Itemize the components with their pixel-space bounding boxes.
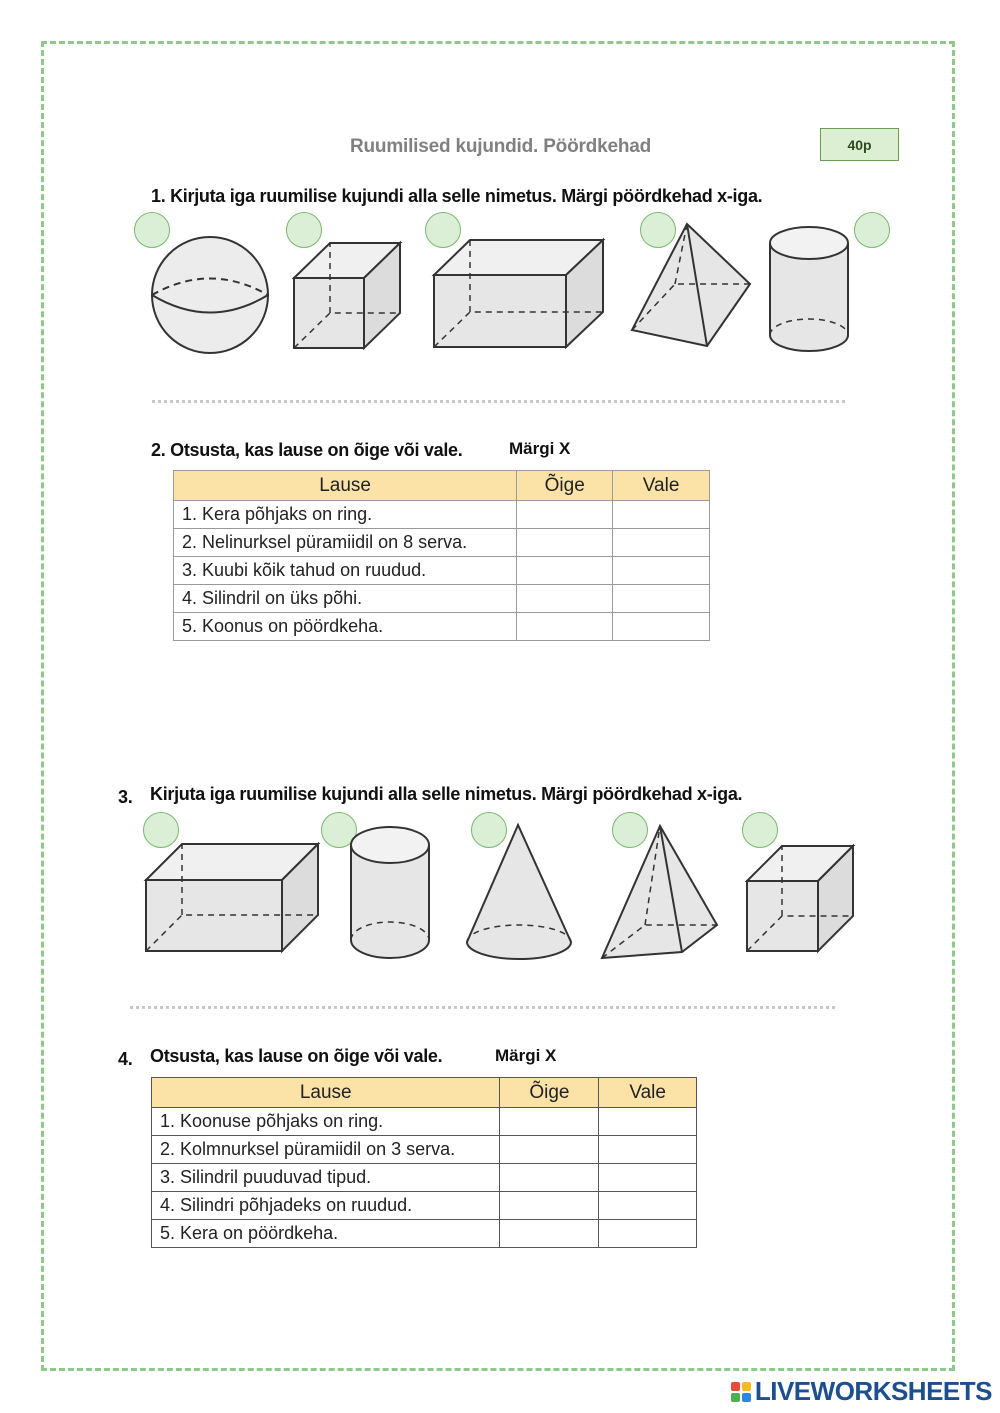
answer-cell-vale[interactable] — [612, 528, 710, 557]
question-2-mark-label: Märgi X — [509, 439, 571, 458]
column-header-lause: Lause — [150, 1077, 501, 1108]
cube-icon — [744, 843, 856, 954]
answer-cell-oige[interactable] — [516, 612, 614, 641]
table-header-row: Lause Õige Vale — [172, 470, 710, 501]
column-header-lause: Lause — [172, 470, 518, 501]
rectangular-prism-icon — [431, 237, 606, 350]
table-row: 5. Koonus on pöördkeha. — [172, 612, 710, 641]
question-4-text: Otsusta, kas lause on õige või vale. — [150, 1046, 443, 1066]
answer-cell-oige[interactable] — [499, 1135, 600, 1164]
rectangular-prism-icon — [143, 841, 321, 954]
question-4-table: Lause Õige Vale 1. Koonuse põhjaks on ri… — [150, 1077, 697, 1248]
statement: 4. Silindri põhjadeks on ruudud. — [150, 1191, 501, 1220]
column-header-oige: Õige — [499, 1077, 600, 1108]
statement: 1. Kera põhjaks on ring. — [172, 500, 518, 529]
answer-circle-3-1[interactable] — [143, 812, 179, 848]
answer-cell-oige[interactable] — [499, 1191, 600, 1220]
table-row: 3. Silindril puuduvad tipud. — [150, 1163, 697, 1192]
answer-cell-vale[interactable] — [598, 1107, 697, 1136]
quadrilateral-pyramid-icon — [630, 222, 752, 348]
statement: 2. Kolmnurksel püramiidil on 3 serva. — [150, 1135, 501, 1164]
table-header-row: Lause Õige Vale — [150, 1077, 697, 1108]
table-row: 2. Kolmnurksel püramiidil on 3 serva. — [150, 1135, 697, 1164]
table-row: 5. Kera on pöördkeha. — [150, 1219, 697, 1248]
statement: 3. Silindril puuduvad tipud. — [150, 1163, 501, 1192]
answer-cell-vale[interactable] — [612, 500, 710, 529]
column-header-oige: Õige — [516, 470, 614, 501]
answer-cell-vale[interactable] — [598, 1219, 697, 1248]
page-frame — [41, 41, 955, 1371]
separator-1 — [152, 400, 845, 403]
column-header-vale: Vale — [612, 470, 710, 501]
cone-icon — [465, 822, 573, 960]
question-4-number: 4. — [118, 1049, 133, 1069]
cylinder-icon — [350, 826, 430, 959]
separator-2 — [130, 1006, 835, 1009]
answer-cell-vale[interactable] — [612, 612, 710, 641]
answer-cell-vale[interactable] — [598, 1135, 697, 1164]
statement: 4. Silindril on üks põhi. — [172, 584, 518, 613]
question-3-number: 3. — [118, 787, 133, 807]
answer-circle-3-5[interactable] — [742, 812, 778, 848]
sphere-icon — [151, 236, 269, 354]
table-row: 4. Silindri põhjadeks on ruudud. — [150, 1191, 697, 1220]
answer-circle-1-2[interactable] — [286, 212, 322, 248]
answer-circle-3-4[interactable] — [612, 812, 648, 848]
cube-icon — [291, 240, 403, 351]
answer-circle-3-3[interactable] — [471, 812, 507, 848]
question-2-table: Lause Õige Vale 1. Kera põhjaks on ring.… — [172, 470, 710, 641]
page-title: Ruumilised kujundid. Pöördkehad — [350, 136, 651, 157]
statement: 5. Koonus on pöördkeha. — [172, 612, 518, 641]
answer-cell-oige[interactable] — [516, 528, 614, 557]
points-field[interactable]: 40p — [820, 128, 899, 161]
logo-brand-text: LIVEWORKSHEETS — [754, 1376, 993, 1406]
answer-cell-vale[interactable] — [598, 1191, 697, 1220]
table-row: 1. Koonuse põhjaks on ring. — [150, 1107, 697, 1136]
question-2-text: 2. Otsusta, kas lause on õige või vale. — [151, 440, 463, 460]
answer-circle-1-5[interactable] — [854, 212, 890, 248]
answer-circle-1-4[interactable] — [640, 212, 676, 248]
answer-cell-oige[interactable] — [499, 1107, 600, 1136]
question-3-text: Kirjuta iga ruumilise kujundi alla selle… — [150, 784, 743, 804]
question-1-text: 1. Kirjuta iga ruumilise kujundi alla se… — [151, 186, 763, 206]
liveworksheets-logo: LIVEWORKSHEETS — [730, 1376, 993, 1407]
answer-cell-vale[interactable] — [598, 1163, 697, 1192]
triangular-pyramid-icon — [600, 823, 719, 960]
answer-cell-oige[interactable] — [499, 1219, 600, 1248]
statement: 3. Kuubi kõik tahud on ruudud. — [172, 556, 518, 585]
table-row: 4. Silindril on üks põhi. — [172, 584, 710, 613]
statement: 1. Koonuse põhjaks on ring. — [150, 1107, 501, 1136]
statement: 5. Kera on pöördkeha. — [150, 1219, 501, 1248]
column-header-vale: Vale — [598, 1077, 697, 1108]
answer-circle-1-1[interactable] — [134, 212, 170, 248]
question-4-mark-label: Märgi X — [495, 1046, 557, 1065]
answer-circle-1-3[interactable] — [425, 212, 461, 248]
cylinder-icon — [769, 226, 849, 352]
logo-mark-icon — [730, 1381, 751, 1402]
answer-cell-oige[interactable] — [499, 1163, 600, 1192]
